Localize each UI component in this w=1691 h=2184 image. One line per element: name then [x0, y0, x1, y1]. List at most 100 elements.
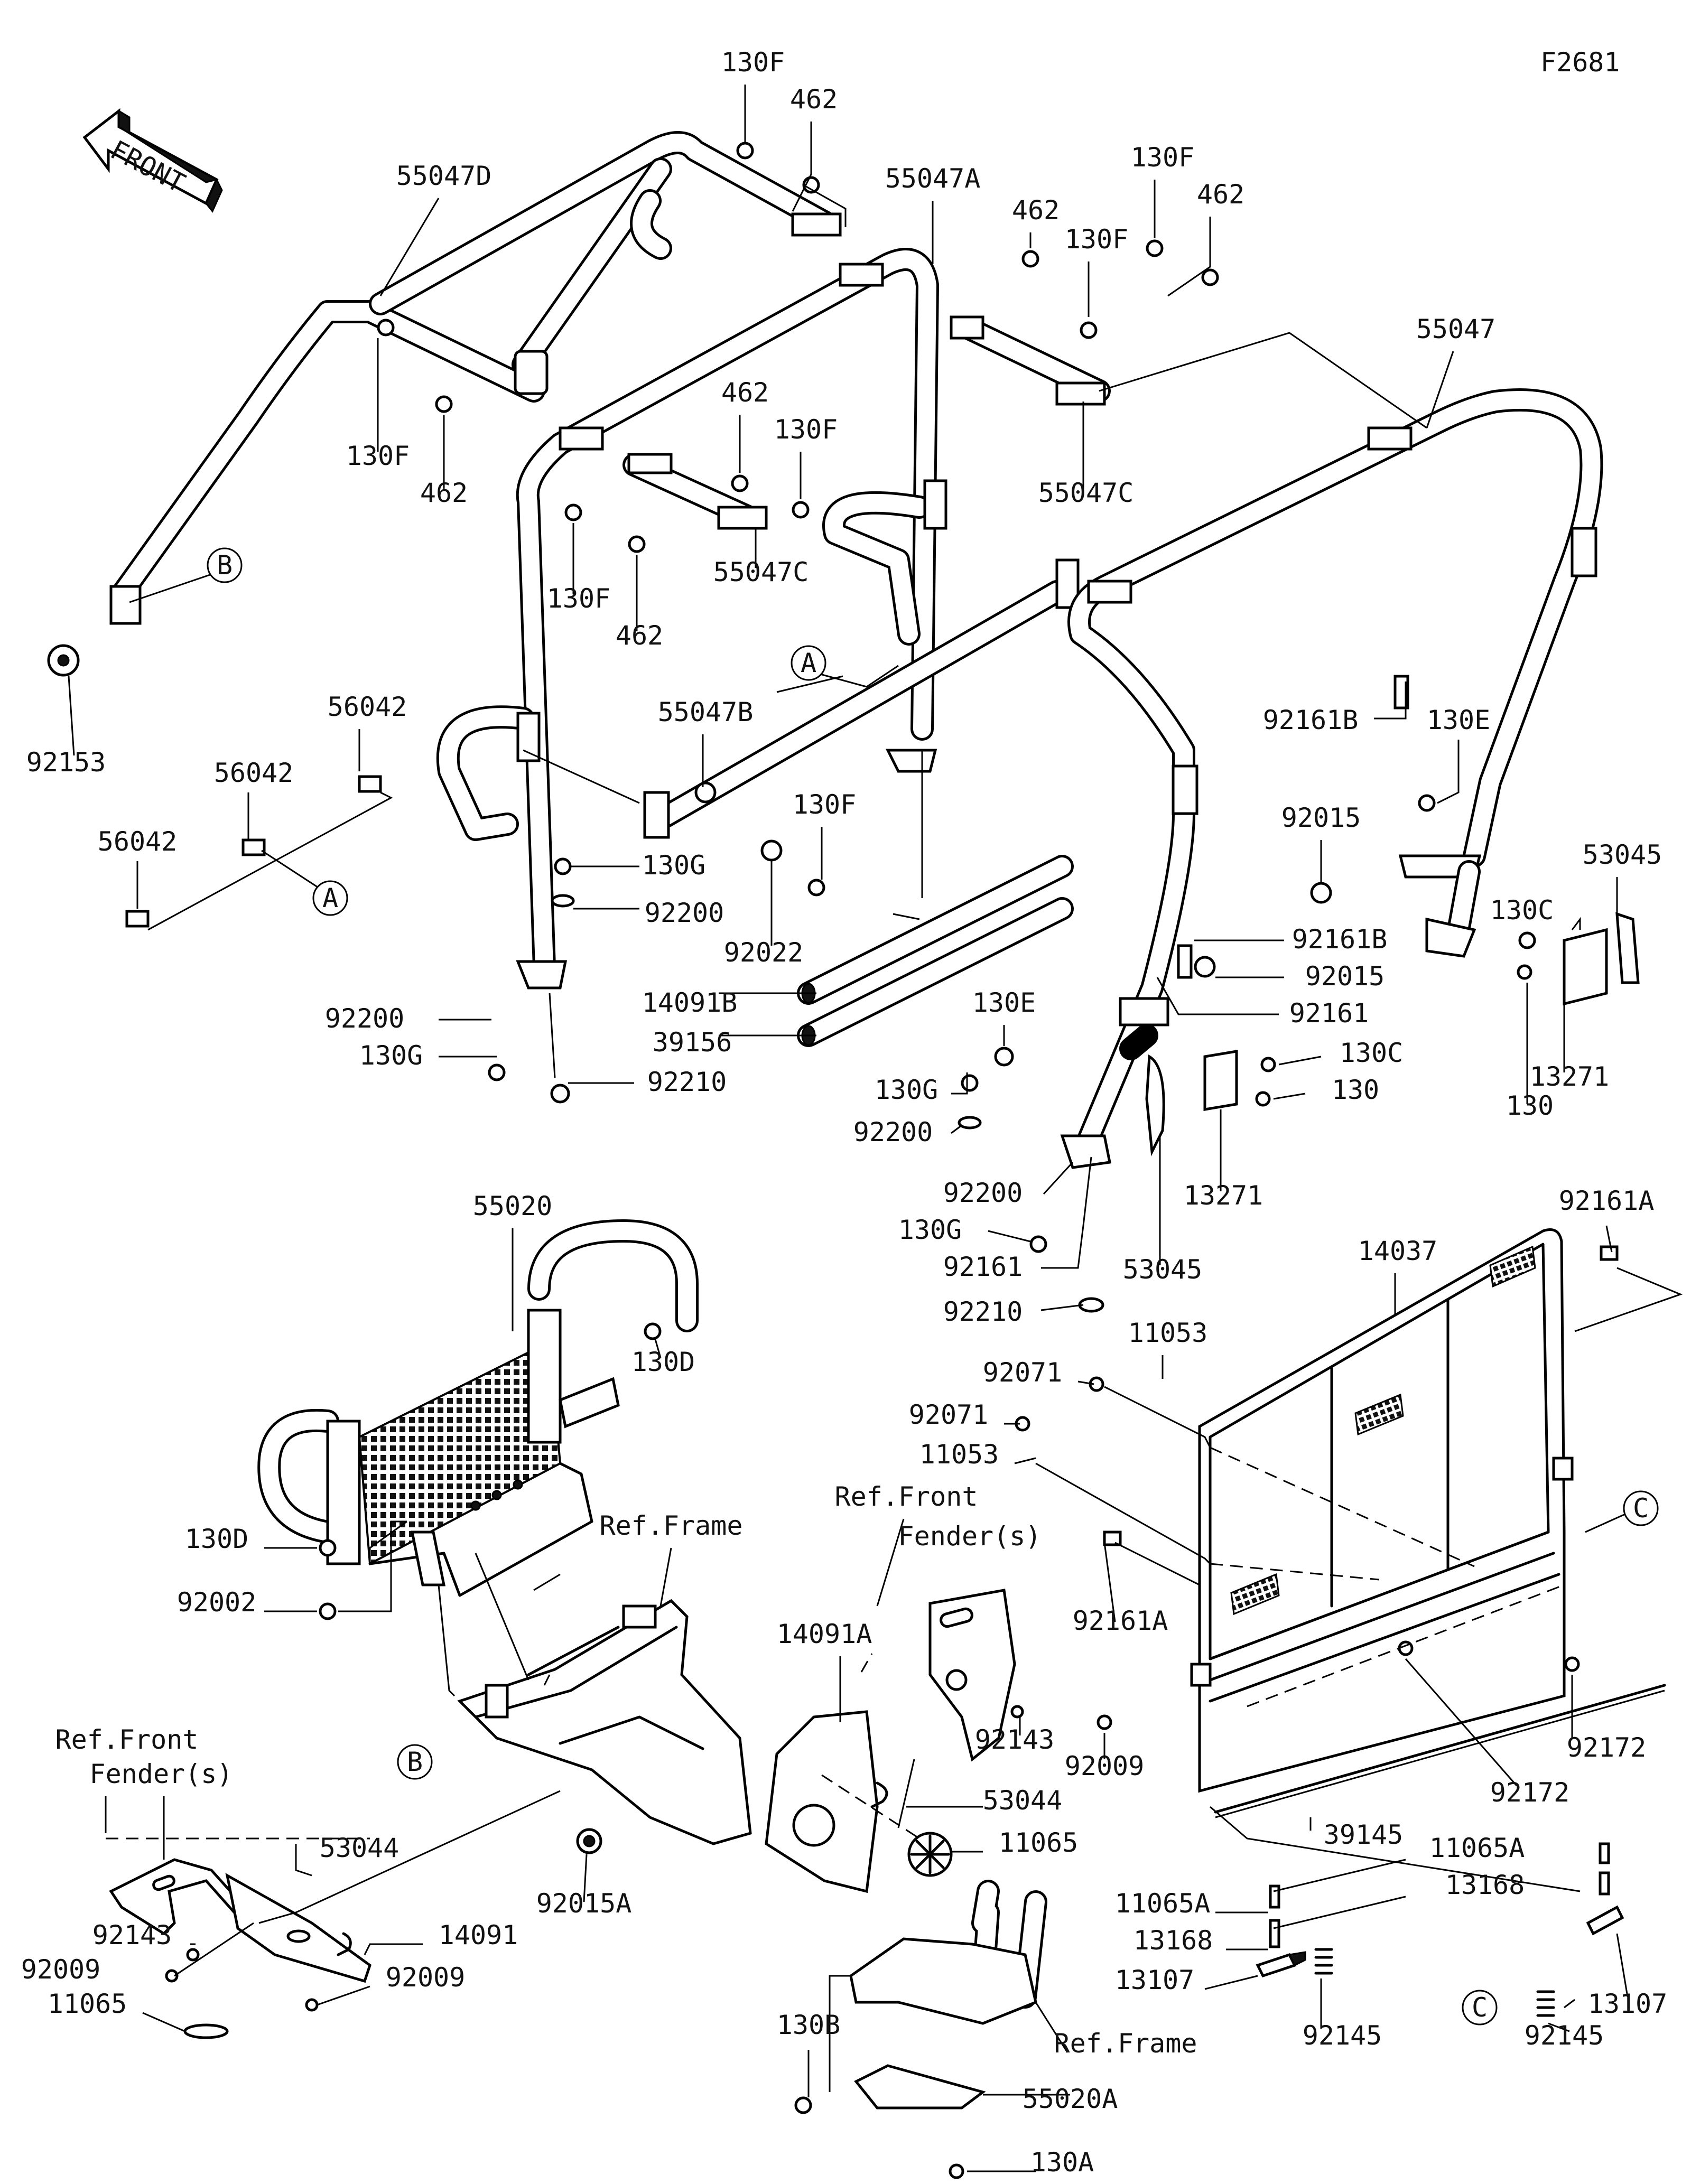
part-label: 130G	[875, 1075, 938, 1105]
diagram-code: F2681	[1540, 47, 1620, 78]
part-label: 11053	[919, 1439, 999, 1470]
callout-c: C	[1623, 1490, 1659, 1526]
fasteners-icon	[47, 142, 1580, 2179]
roll-cage-55047D-icon	[109, 131, 842, 625]
part-label: 13107	[1588, 1989, 1668, 2019]
tube-14091B-icon	[797, 855, 1074, 1047]
part-label: 92200	[645, 898, 724, 928]
part-label: 92143	[975, 1724, 1055, 1755]
callout-circle-icon	[397, 1744, 433, 1780]
part-label: 462	[616, 620, 663, 651]
part-label: 11065	[999, 1827, 1079, 1858]
part-label: 462	[1197, 179, 1244, 210]
part-label: 92172	[1490, 1777, 1570, 1808]
part-label: 92015	[1281, 802, 1361, 833]
leader-lines	[68, 85, 1683, 2172]
part-label: 11053	[1128, 1318, 1208, 1348]
part-label: 56042	[328, 692, 407, 722]
part-label: 53045	[1123, 1254, 1203, 1285]
part-label: 92153	[26, 747, 106, 778]
part-label: 130F	[721, 47, 785, 78]
part-label: 55047C	[1038, 478, 1134, 508]
part-label: 92200	[853, 1117, 933, 1147]
fender-14091-icon	[109, 1858, 371, 2039]
crossbar-55047C-icon	[622, 315, 1111, 530]
part-label: 92200	[943, 1178, 1023, 1208]
part-label: 92210	[943, 1296, 1023, 1327]
part-label: 55020	[473, 1191, 553, 1221]
part-label: 55020A	[1023, 2084, 1118, 2114]
part-label: 39145	[1324, 1819, 1404, 1850]
part-label: 92161B	[1292, 924, 1388, 955]
front-arrow-icon: FRONT	[82, 108, 223, 213]
part-label: 92145	[1525, 2020, 1604, 2051]
callout-b: B	[397, 1744, 433, 1780]
part-label: 130E	[972, 987, 1036, 1018]
callout-c: C	[1462, 1990, 1498, 2026]
part-label: 130B	[777, 2010, 840, 2040]
part-label: 55047	[1416, 314, 1496, 344]
part-label: 130D	[631, 1347, 695, 1377]
part-label: 130G	[642, 850, 705, 881]
callout-letter: A	[322, 883, 338, 913]
part-label: 130F	[547, 583, 610, 614]
part-label: 92161A	[1559, 1186, 1655, 1216]
callout-a: A	[791, 645, 826, 681]
part-label: 55047A	[885, 163, 981, 194]
part-label: 92015	[1305, 961, 1385, 992]
callout-circle-icon	[207, 547, 243, 583]
part-label: 92015A	[536, 1888, 632, 1919]
callout-letter: B	[217, 550, 233, 581]
part-label: 11065A	[1429, 1833, 1525, 1863]
part-label: Ref.Front	[55, 1724, 199, 1755]
callout-circle-icon	[312, 880, 348, 916]
part-label: 130F	[774, 414, 838, 445]
part-label: 130G	[898, 1215, 962, 1245]
part-label: 39156	[653, 1027, 732, 1058]
part-label: Ref.Frame	[600, 1510, 743, 1541]
callout-markers: A A B B C C	[207, 547, 1659, 2026]
part-label: 53044	[983, 1785, 1063, 1816]
part-label: 92161A	[1073, 1606, 1168, 1636]
part-label: 92009	[21, 1954, 101, 1985]
part-label: 92210	[647, 1067, 727, 1097]
part-label: 130F	[346, 441, 410, 471]
callout-circle-icon	[791, 645, 826, 681]
part-label: 55047D	[396, 161, 492, 191]
part-label: 13271	[1184, 1180, 1263, 1211]
roll-cage-55047A-icon	[436, 248, 947, 990]
part-label: 92200	[325, 1003, 405, 1034]
part-label: Ref.Front	[835, 1481, 978, 1512]
callout-letter: B	[407, 1747, 423, 1777]
part-label: 92022	[724, 937, 804, 968]
part-label: 55047C	[713, 557, 809, 587]
latch-13271-icon	[1145, 912, 1640, 1156]
part-label: 92172	[1567, 1732, 1647, 1763]
part-label: 92002	[177, 1587, 257, 1618]
part-label: Ref.Frame	[1054, 2028, 1197, 2059]
part-label: 13168	[1445, 1870, 1525, 1900]
part-label: 130	[1506, 1090, 1554, 1121]
part-label: 92161B	[1263, 705, 1359, 735]
decals-icon	[125, 675, 1619, 1546]
callout-b: B	[207, 547, 243, 583]
part-label: 56042	[98, 826, 178, 857]
part-label: Fender(s)	[90, 1759, 233, 1789]
part-label: 130F	[1131, 142, 1194, 173]
part-label: 92145	[1303, 2020, 1382, 2051]
part-label: 130A	[1030, 2147, 1094, 2178]
part-label: 130E	[1427, 705, 1490, 735]
part-label: 130	[1332, 1075, 1379, 1105]
tailgate-14037-icon	[1190, 1228, 1666, 1818]
hinge-pin-13107-icon	[1256, 1842, 1624, 2017]
part-label: 13107	[1115, 1965, 1195, 1995]
roll-cage-55047-icon	[1060, 388, 1603, 1169]
part-label: 56042	[214, 758, 294, 788]
part-label: Fender(s)	[898, 1521, 1042, 1552]
part-label: 130F	[1065, 224, 1128, 255]
part-label: 130C	[1340, 1038, 1403, 1068]
skid-plate-55020A-icon	[849, 1880, 1047, 2110]
part-label: 13168	[1133, 1925, 1213, 1956]
part-label: 53044	[320, 1833, 399, 1863]
